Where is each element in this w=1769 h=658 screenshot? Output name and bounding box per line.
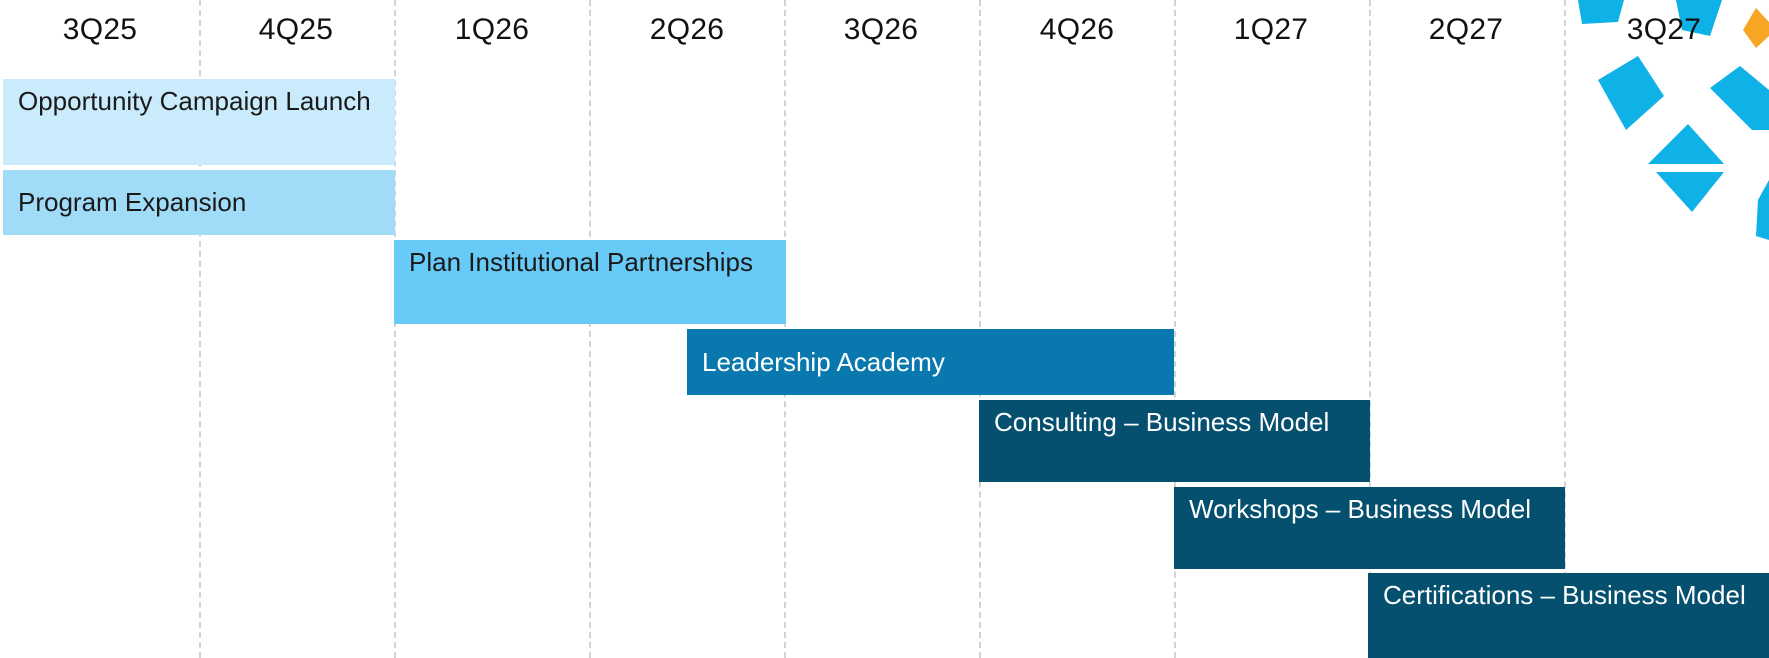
timeline-bar-label: Program Expansion (18, 187, 247, 217)
quarter-label-4q26: 4Q26 (1039, 13, 1115, 46)
timeline-bar-leadership-academy: Leadership Academy (687, 329, 1174, 395)
timeline-bar-label: Consulting – Business Model (994, 407, 1330, 437)
timeline-bar-label: Opportunity Campaign Launch (18, 86, 371, 116)
quarter-label-1q26: 1Q26 (454, 13, 530, 46)
quarter-label-2q27: 2Q27 (1428, 13, 1504, 46)
quarter-gridline (1564, 0, 1566, 658)
quarter-label-3q27: 3Q27 (1626, 13, 1702, 46)
decorative-shape (1656, 172, 1724, 212)
decorative-shape (1743, 8, 1769, 48)
timeline-bar-opportunity-campaign-launch: Opportunity Campaign Launch (3, 79, 395, 165)
quarter-label-4q25: 4Q25 (258, 13, 334, 46)
quarter-gridline (394, 0, 396, 658)
quarter-label-2q26: 2Q26 (649, 13, 725, 46)
timeline-bar-plan-institutional-partnerships: Plan Institutional Partnerships (394, 240, 786, 324)
decorative-shape (1648, 124, 1724, 164)
timeline-bar-label: Plan Institutional Partnerships (409, 247, 753, 277)
decorative-shape (1598, 56, 1664, 130)
timeline-bar-consulting-business-model: Consulting – Business Model (979, 400, 1370, 482)
quarter-gridline (199, 0, 201, 658)
timeline-bar-certifications-business-model: Certifications – Business Model (1368, 573, 1769, 658)
decorative-shape (1756, 180, 1769, 240)
quarter-label-3q26: 3Q26 (843, 13, 919, 46)
timeline-bar-program-expansion: Program Expansion (3, 170, 395, 235)
quarter-gridline (1369, 0, 1371, 658)
quarter-gridline (589, 0, 591, 658)
decorative-shape (1676, 0, 1722, 36)
timeline-bar-label: Workshops – Business Model (1189, 494, 1532, 524)
timeline-bar-label: Certifications – Business Model (1383, 580, 1746, 610)
decorative-shape (1578, 0, 1624, 24)
timeline-bar-workshops-business-model: Workshops – Business Model (1174, 487, 1565, 569)
decorative-shape (1710, 66, 1769, 130)
quarter-gridline (1174, 0, 1176, 658)
quarter-label-3q25: 3Q25 (62, 13, 138, 46)
quarter-label-1q27: 1Q27 (1233, 13, 1309, 46)
timeline-bar-label: Leadership Academy (702, 346, 945, 377)
decorative-shapes-graphic (1578, 0, 1769, 240)
